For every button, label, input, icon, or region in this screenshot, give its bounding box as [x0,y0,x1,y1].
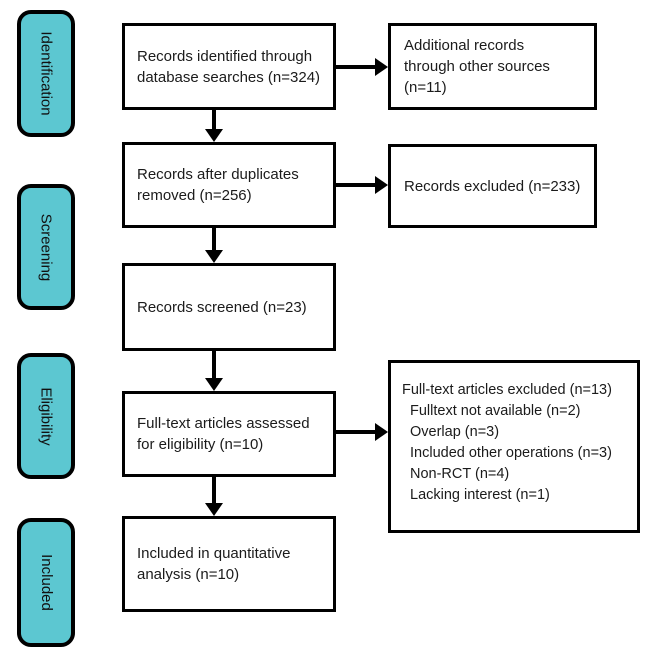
fulltext-excluded-title: Full-text articles excluded (n=13) [402,382,612,398]
box-included-quantitative-text: Included in quantitative analysis (n=10) [137,545,291,583]
fulltext-excluded-reason: Non-RCT (n=4) [410,466,510,482]
arrow-right-2-head [375,176,388,194]
arrow-down-4-head [205,503,223,516]
arrow-right-1-head [375,58,388,76]
stage-eligibility: Eligibility [17,353,75,479]
arrow-right-2-shaft [336,183,376,187]
arrow-down-1-head [205,129,223,142]
arrow-down-3-head [205,378,223,391]
fulltext-excluded-reason: Fulltext not available (n=2) [410,403,581,419]
box-additional-records-text: Additional records through other sources… [404,37,550,96]
box-included-quantitative: Included in quantitative analysis (n=10) [122,516,336,612]
box-records-identified: Records identified through database sear… [122,23,336,110]
box-additional-records: Additional records through other sources… [388,23,597,110]
box-records-screened: Records screened (n=23) [122,263,336,351]
box-records-identified-text: Records identified through database sear… [137,47,321,86]
arrow-right-3-shaft [336,430,376,434]
box-fulltext-assessed-text: Full-text articles assessed for eligibil… [137,415,310,453]
box-records-excluded: Records excluded (n=233) [388,144,597,228]
stage-screening-label: Screening [37,213,55,281]
box-duplicates-removed-text: Records after duplicates removed (n=256) [137,166,299,204]
arrow-down-2-shaft [212,228,216,251]
box-records-screened-text: Records screened (n=23) [137,298,307,316]
stage-identification: Identification [17,10,75,137]
fulltext-excluded-reason: Overlap (n=3) [410,424,500,440]
box-duplicates-removed: Records after duplicates removed (n=256) [122,142,336,228]
fulltext-excluded-reason: Lacking interest (n=1) [410,487,550,503]
box-fulltext-excluded: Full-text articles excluded (n=13) Fullt… [388,360,640,533]
arrow-right-3-head [375,423,388,441]
box-fulltext-assessed: Full-text articles assessed for eligibil… [122,391,336,477]
stage-eligibility-label: Eligibility [37,386,55,446]
fulltext-excluded-reason: Included other operations (n=3) [410,445,612,461]
box-records-excluded-text: Records excluded (n=233) [404,177,581,195]
stage-identification-label: Identification [37,31,55,116]
arrow-down-2-head [205,250,223,263]
stage-included: Included [17,518,75,647]
arrow-down-3-shaft [212,351,216,379]
arrow-right-1-shaft [336,65,376,69]
arrow-down-1-shaft [212,110,216,130]
stage-screening: Screening [17,184,75,310]
arrow-down-4-shaft [212,477,216,504]
stage-included-label: Included [37,554,55,611]
